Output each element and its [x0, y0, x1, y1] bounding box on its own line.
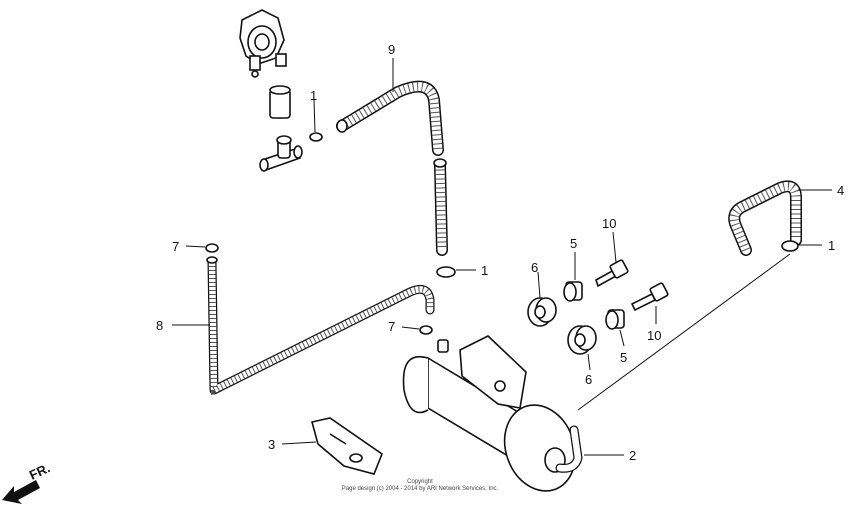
t-joint: [259, 135, 303, 172]
copyright-line-1: Copyright: [407, 479, 433, 485]
copyright-notice: Copyright Page design (c) 2004 - 2014 by…: [330, 479, 510, 493]
callout-1-middle: 1: [481, 263, 488, 278]
callout-8: 8: [156, 318, 163, 333]
collar-5-upper: [563, 281, 583, 302]
callout-5-lower: 5: [620, 350, 627, 365]
leader-5-lower: [619, 329, 625, 347]
leader-3: [281, 441, 317, 445]
leader-1-upper: [313, 99, 316, 133]
callout-6-lower: 6: [585, 372, 592, 387]
hose-segment-vertical: [433, 158, 448, 256]
grommet-6-upper: [527, 297, 557, 327]
bolt-10-upper: [595, 259, 629, 288]
canister-2: [402, 335, 583, 492]
copyright-line-2: Page design (c) 2004 - 2014 by ARI Netwo…: [341, 486, 499, 492]
clamp-1-right: [781, 240, 799, 252]
callout-6-upper: 6: [531, 260, 538, 275]
clamp-7-upper: [205, 243, 219, 253]
callout-9: 9: [388, 42, 395, 57]
leader-10-upper: [612, 231, 617, 263]
clamp-1-middle: [436, 266, 456, 278]
callout-1-right: 1: [828, 238, 835, 253]
callout-4: 4: [837, 183, 844, 198]
bracket-3: [311, 417, 383, 475]
clamp-7-lower: [419, 325, 433, 335]
clamp-1-upper: [309, 132, 323, 142]
callout-2: 2: [629, 448, 636, 463]
hose-4: [728, 180, 802, 256]
leader-7-lower: [401, 326, 420, 330]
callout-10-lower: 10: [647, 328, 661, 343]
callout-3: 3: [268, 437, 275, 452]
hose-8: [206, 256, 435, 396]
bolt-10-lower: [630, 282, 669, 312]
hose-9: [336, 80, 444, 156]
leader-6-upper: [537, 271, 541, 299]
collar-5-lower: [605, 309, 625, 330]
leader-6-lower: [587, 353, 591, 371]
leader-7-upper: [185, 245, 206, 248]
connection-line: [577, 253, 791, 411]
pipe-joint: [269, 85, 291, 119]
callout-5-upper: 5: [570, 236, 577, 251]
front-direction-label: FR.: [27, 460, 52, 482]
callout-7-upper: 7: [172, 239, 179, 254]
callout-7-lower: 7: [388, 319, 395, 334]
grommet-6-lower: [567, 325, 597, 355]
fuel-valve: [239, 9, 287, 78]
front-direction-arrow-icon: [2, 480, 40, 504]
callout-10-upper: 10: [602, 216, 616, 231]
callout-1-upper: 1: [310, 88, 317, 103]
